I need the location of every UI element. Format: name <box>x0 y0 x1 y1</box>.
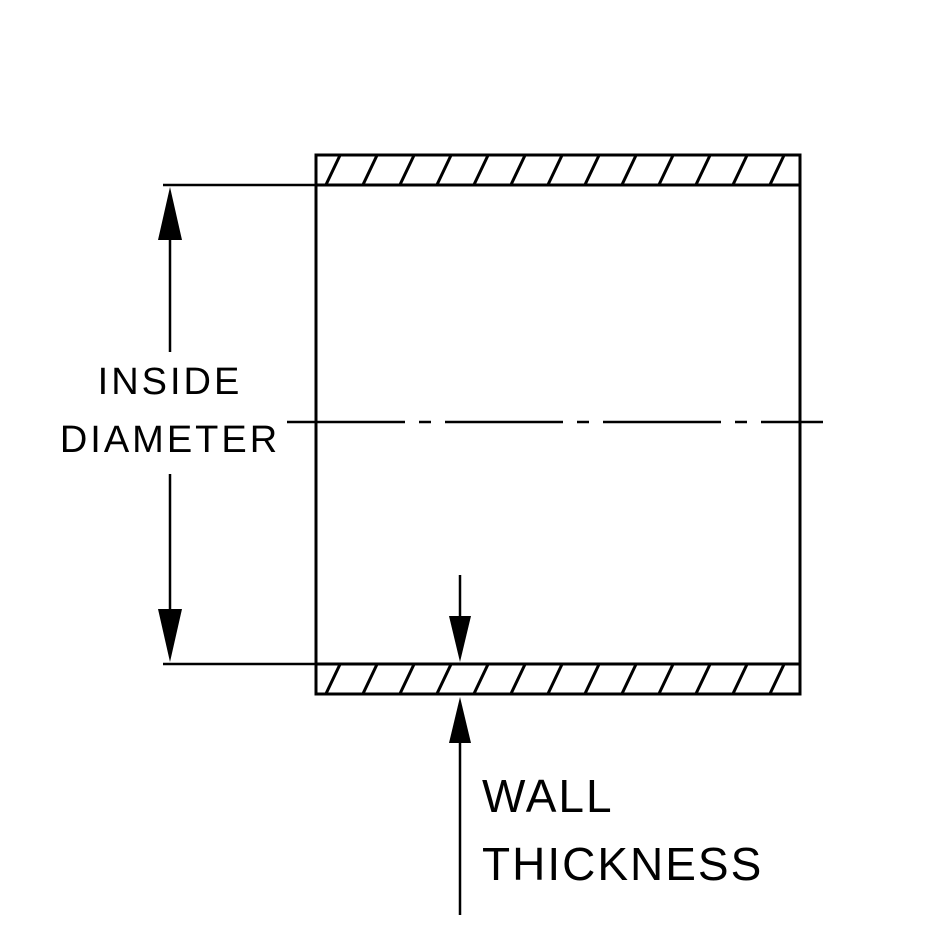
dimension-arrow-up-icon <box>158 187 182 240</box>
inside-diameter-label-line2: DIAMETER <box>60 419 280 461</box>
wall-pointer-down-icon <box>449 616 471 662</box>
dimension-arrow-down-icon <box>158 609 182 662</box>
wall-pointer-up-icon <box>449 697 471 743</box>
tube-body-outline <box>314 153 802 696</box>
wall-thickness-label-line2: THICKNESS <box>482 838 763 890</box>
bottom-wall-section <box>314 662 802 696</box>
wall-thickness-label-line1: WALL <box>482 770 614 822</box>
top-wall-hatch <box>314 153 802 187</box>
bottom-wall-hatch <box>314 662 802 696</box>
inside-diameter-label-line1: INSIDE <box>98 361 243 403</box>
top-wall-section <box>314 153 802 187</box>
